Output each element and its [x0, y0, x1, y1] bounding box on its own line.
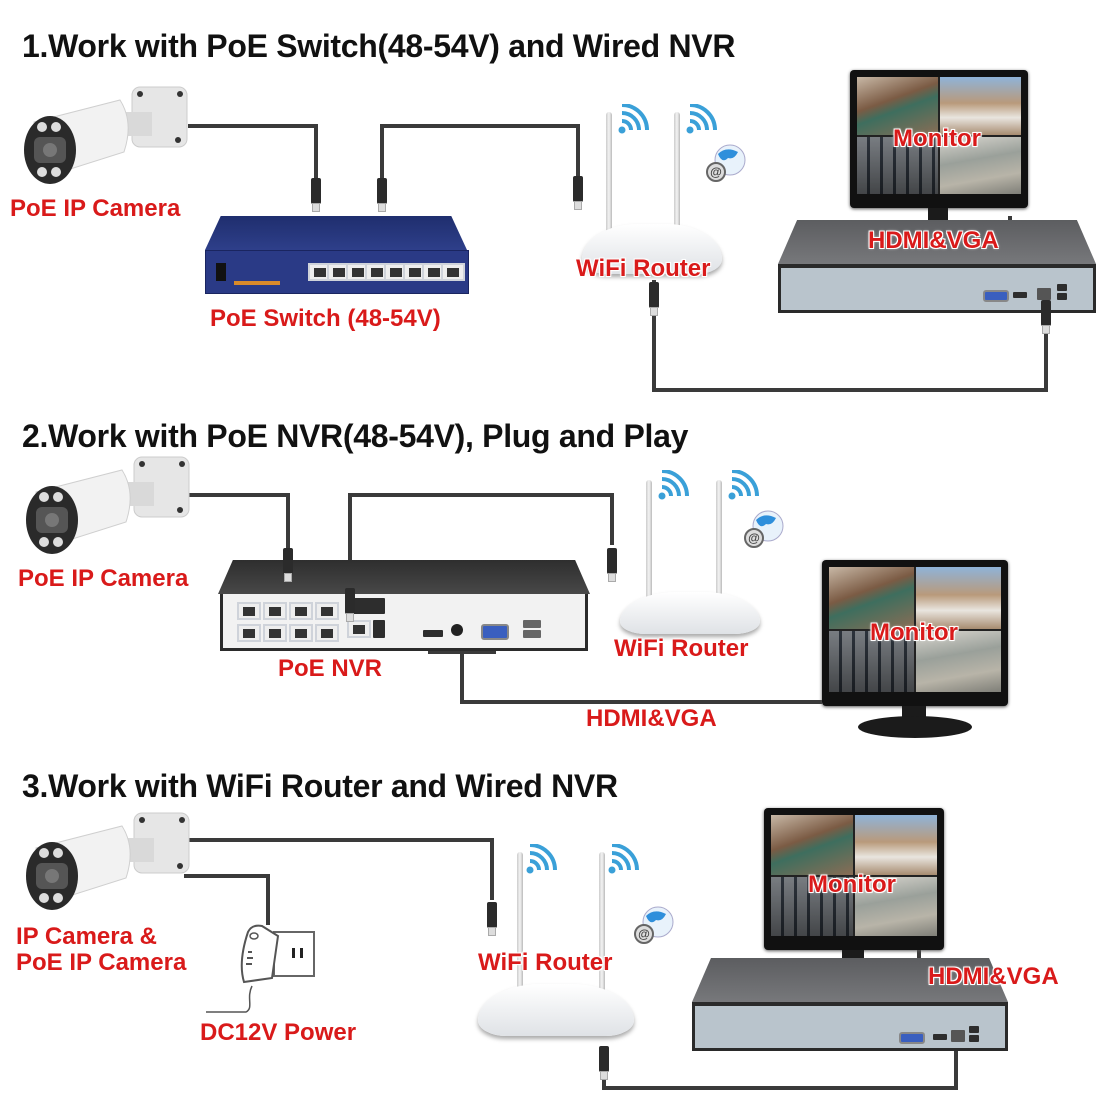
- video-label-3: HDMI&VGA: [928, 963, 1059, 990]
- router-label-1: WiFi Router: [576, 255, 711, 282]
- wifi-signal-icon: [686, 104, 717, 134]
- wifi-signal-icon: [618, 104, 649, 134]
- monitor-icon: [822, 560, 1008, 706]
- rj45-connector-icon: [311, 178, 321, 212]
- rj45-connector-icon: [649, 282, 659, 316]
- rj45-connector-icon: [487, 902, 497, 936]
- rj45-connector-icon: [599, 1046, 609, 1080]
- camera-label-1: PoE IP Camera: [10, 195, 181, 222]
- monitor-icon: [764, 808, 944, 950]
- monitor-label-1: Monitor: [893, 125, 981, 152]
- bullet-camera-icon: [26, 812, 190, 910]
- section-1-title: 1.Work with PoE Switch(48-54V) and Wired…: [22, 28, 736, 64]
- wifi-signal-icon: [658, 470, 689, 500]
- rj45-connector-icon: [345, 588, 355, 622]
- rj45-connector-icon: [377, 178, 387, 212]
- globe-at-icon: @: [744, 510, 784, 548]
- wifi-signal-icon: [526, 844, 557, 874]
- rj45-connector-icon: [573, 176, 583, 210]
- power-adapter-icon: [240, 924, 315, 984]
- rj45-connector-icon: [283, 548, 293, 582]
- wire-camera-to-router: [188, 838, 494, 900]
- poe-nvr-label: PoE NVR: [278, 655, 383, 682]
- camera-label-3-line1: IP Camera &: [16, 923, 157, 950]
- video-label-1: HDMI&VGA: [868, 227, 999, 254]
- rj45-connector-icon: [1041, 300, 1051, 334]
- svg-text:@: @: [748, 531, 760, 545]
- monitor-label-3: Monitor: [808, 871, 896, 898]
- router-label-3: WiFi Router: [478, 949, 613, 976]
- wifi-signal-icon: [728, 470, 759, 500]
- section-3-title: 3.Work with WiFi Router and Wired NVR: [22, 768, 618, 804]
- svg-text:@: @: [710, 165, 722, 179]
- globe-at-icon: @: [706, 144, 746, 182]
- router-label-2: WiFi Router: [614, 635, 749, 662]
- bullet-camera-icon: [24, 86, 188, 184]
- wire-camera-to-poe-nvr: [188, 493, 290, 550]
- section-2-title: 2.Work with PoE NVR(48-54V), Plug and Pl…: [22, 418, 689, 454]
- wire-camera-to-power: [184, 874, 270, 925]
- monitor-label-2: Monitor: [870, 619, 958, 646]
- wifi-signal-icon: [608, 844, 639, 874]
- rj45-connector-icon: [607, 548, 617, 582]
- switch-label: PoE Switch (48-54V): [210, 305, 441, 332]
- globe-at-icon: @: [634, 906, 674, 944]
- monitor-icon: [850, 70, 1028, 208]
- power-label: DC12V Power: [200, 1019, 357, 1046]
- video-label-2: HDMI&VGA: [586, 705, 717, 732]
- camera-label-2: PoE IP Camera: [18, 565, 189, 592]
- svg-text:@: @: [638, 927, 650, 941]
- camera-label-3-line2: PoE IP Camera: [16, 949, 187, 976]
- wire-switch-to-router: [380, 124, 580, 182]
- bullet-camera-icon: [26, 456, 190, 554]
- wire-camera-to-switch: [188, 124, 318, 182]
